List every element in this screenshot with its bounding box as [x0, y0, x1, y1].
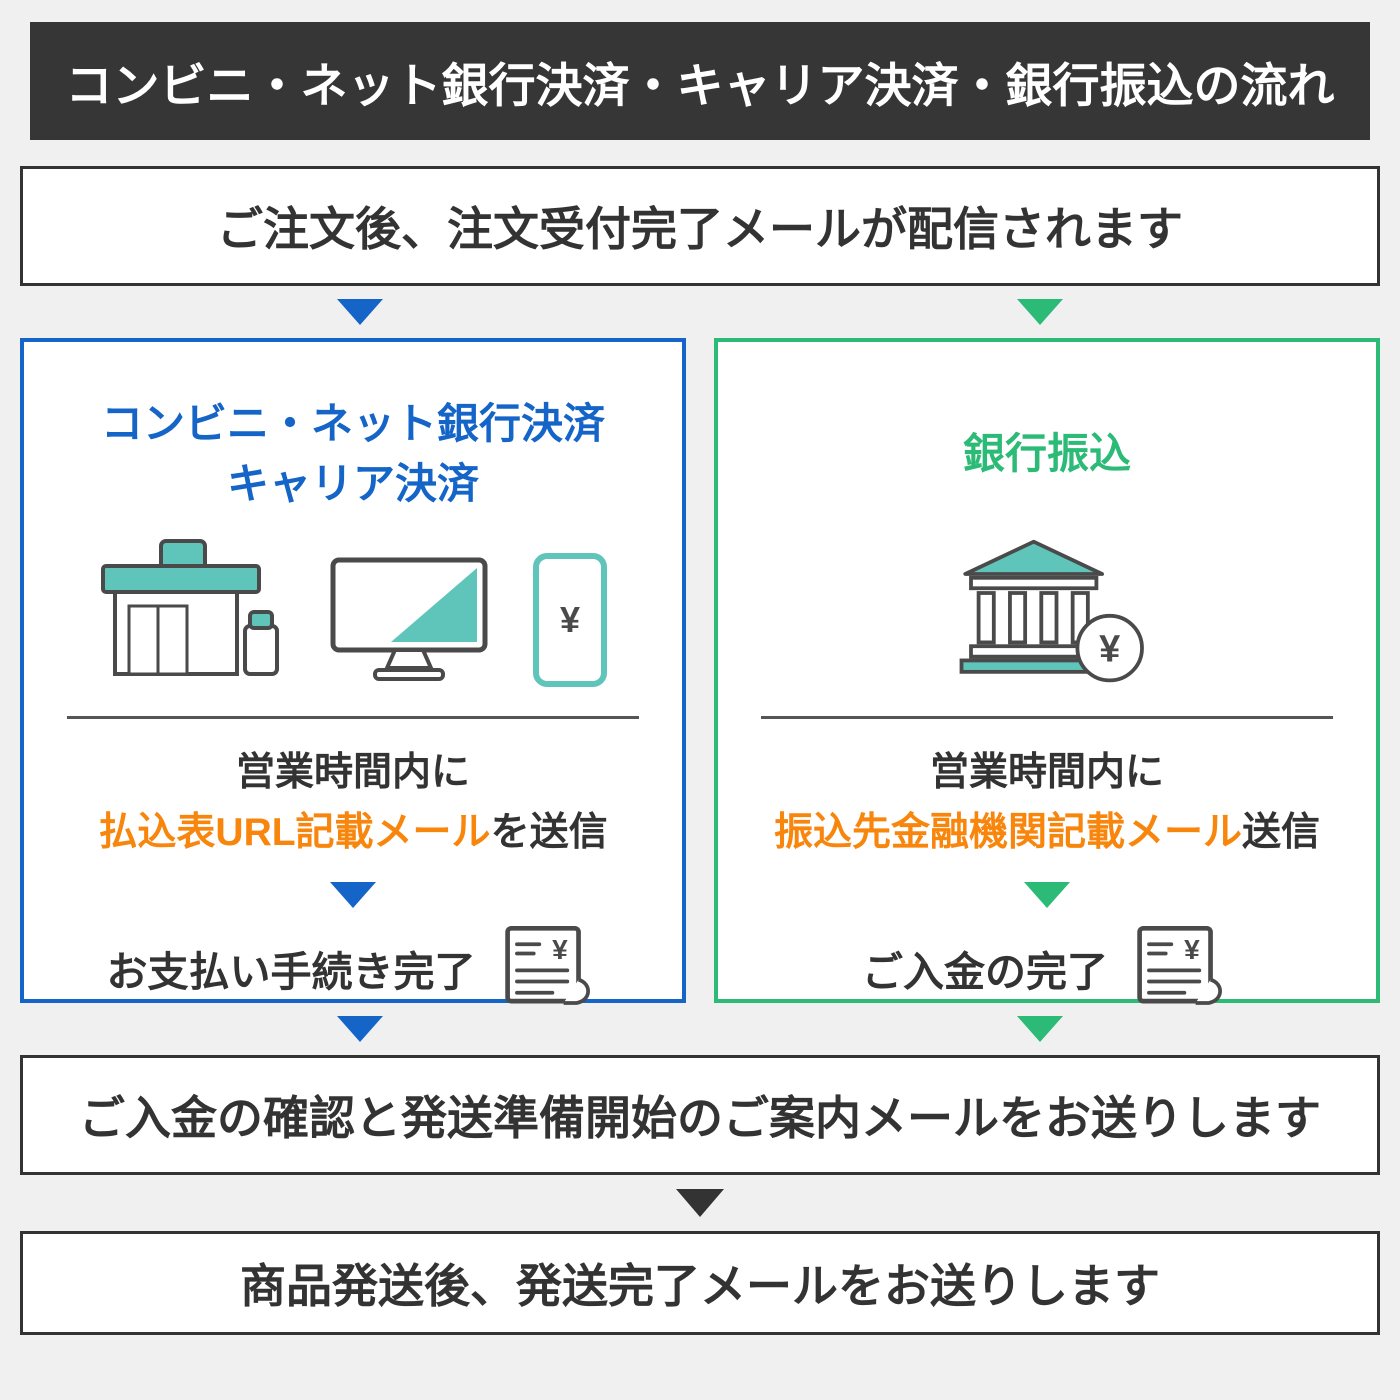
arrow-row-final — [20, 1175, 1380, 1231]
receipt-yen-symbol: ¥ — [1184, 934, 1200, 965]
smartphone-icon: ¥ — [533, 553, 607, 687]
step-order-received: ご注文後、注文受付完了メールが配信されます — [20, 166, 1380, 286]
bank-notice-suffix: 送信 — [1242, 811, 1321, 855]
desktop-monitor-icon — [330, 557, 488, 681]
konbini-notice-suffix: を送信 — [490, 811, 608, 855]
bank-done-row: ご入金の完了 ¥ — [718, 922, 1376, 1014]
receipt-icon: ¥ — [1137, 925, 1222, 1005]
down-arrow-blue-icon — [337, 299, 383, 325]
panel-konbini-title: コンビニ・ネット銀行決済 キャリア決済 — [24, 394, 682, 514]
panel-konbini-title-line1: コンビニ・ネット銀行決済 — [100, 400, 605, 448]
payment-flow-infographic: コンビニ・ネット銀行決済・キャリア決済・銀行振込の流れ ご注文後、注文受付完了メ… — [20, 22, 1380, 1335]
page-title: コンビニ・ネット銀行決済・キャリア決済・銀行振込の流れ — [30, 22, 1370, 140]
receipt-yen-symbol: ¥ — [552, 934, 568, 965]
bank-yen-symbol: ¥ — [1099, 628, 1120, 670]
smartphone-yen-symbol: ¥ — [560, 599, 580, 640]
konbini-divider — [66, 716, 640, 719]
down-arrow-dark-icon — [676, 1189, 724, 1217]
panel-bank-transfer: 銀行振込 ¥ 営業時間内に — [714, 338, 1380, 1005]
page-title-text: コンビニ・ネット銀行決済・キャリア決済・銀行振込の流れ — [65, 58, 1335, 112]
panel-konbini-carrier: コンビニ・ネット銀行決済 キャリア決済 — [20, 338, 686, 1005]
konbini-notice-line1: 営業時間内に — [235, 751, 470, 794]
payment-panels: コンビニ・ネット銀行決済 キャリア決済 — [20, 338, 1380, 1005]
konbini-done-label: お支払い手続き完了 — [106, 948, 476, 995]
down-arrow-green-icon — [1024, 881, 1070, 908]
arrow-row-bottom — [20, 1003, 1380, 1055]
konbini-done-row: お支払い手続き完了 ¥ — [24, 922, 682, 1014]
down-arrow-green-icon — [1017, 1016, 1063, 1042]
panel-konbini-title-line2: キャリア決済 — [226, 460, 479, 507]
panel-bank-title-text: 銀行振込 — [962, 430, 1131, 478]
step-payment-confirmed: ご入金の確認と発送準備開始のご案内メールをお送りします — [20, 1055, 1380, 1175]
panel-bank-title: 銀行振込 — [718, 394, 1376, 514]
bank-done-label: ご入金の完了 — [862, 948, 1108, 995]
bank-icons-row: ¥ — [718, 536, 1376, 688]
step-payment-confirmed-text: ご入金の確認と発送準備開始のご案内メールをお送りします — [79, 1092, 1321, 1144]
step-order-received-text: ご注文後、注文受付完了メールが配信されます — [217, 203, 1183, 255]
down-arrow-blue-icon — [337, 1016, 383, 1042]
bank-notice-line1: 営業時間内に — [929, 751, 1164, 794]
konbini-notice-highlight: 払込表URL記載メール — [98, 811, 491, 855]
konbini-notice: 営業時間内に 払込表URL記載メールを送信 — [24, 743, 682, 864]
konbini-icons-row: ¥ — [24, 536, 682, 688]
down-arrow-blue-icon — [330, 881, 376, 908]
convenience-store-icon — [101, 539, 279, 676]
step-shipped-text: 商品発送後、発送完了メールをお送りします — [240, 1260, 1160, 1312]
arrow-row-top — [20, 286, 1380, 338]
bank-icon: ¥ — [959, 539, 1144, 683]
receipt-icon: ¥ — [504, 925, 590, 1005]
bank-notice-highlight: 振込先金融機関記載メール — [773, 811, 1242, 855]
step-shipped: 商品発送後、発送完了メールをお送りします — [20, 1231, 1380, 1335]
down-arrow-green-icon — [1017, 299, 1063, 325]
bank-notice: 営業時間内に 振込先金融機関記載メール送信 — [718, 743, 1376, 864]
bank-divider — [760, 716, 1334, 719]
